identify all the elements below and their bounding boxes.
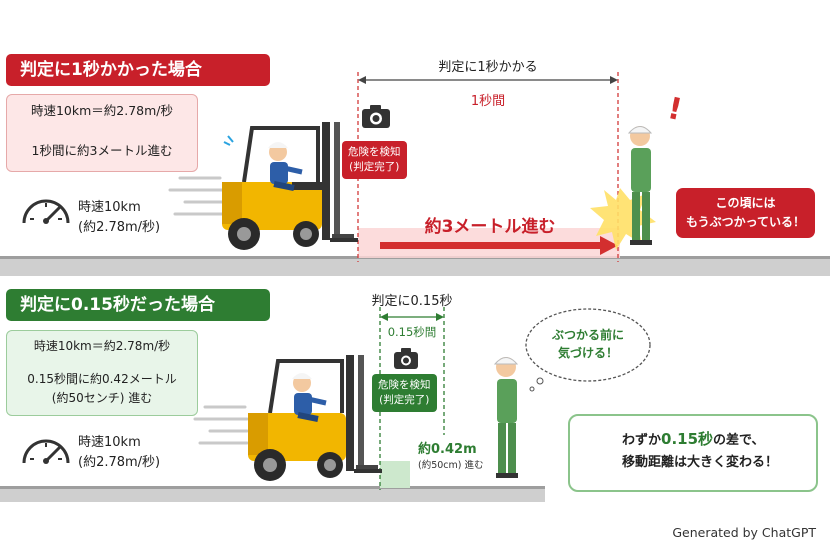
top-collision-line2: もうぶつかっている！ bbox=[686, 215, 806, 229]
bottom-calc-box: 時速10km＝約2.78m/秒 0.15秒間に約0.42メートル (約50センチ… bbox=[6, 330, 198, 416]
bottom-detection-tag: 危険を検知 (判定完了) bbox=[372, 374, 437, 412]
top-scene-graphics bbox=[0, 72, 830, 276]
top-detection-tag: 危険を検知 (判定完了) bbox=[342, 141, 407, 179]
bottom-tip-box bbox=[568, 414, 818, 492]
tip-part1: わずか bbox=[622, 433, 662, 448]
bottom-travel-zone bbox=[380, 461, 410, 488]
top-collision-callout: この頃には もうぶつかっている！ bbox=[676, 188, 816, 238]
bottom-distance-label: 約0.42m (約50cm) 進む bbox=[418, 438, 484, 471]
bottom-tip-line1: わずか0.15秒の差で、 bbox=[622, 428, 778, 452]
bottom-speed-line1: 時速10km bbox=[78, 435, 141, 450]
top-span-time: 1秒間 bbox=[470, 94, 506, 109]
top-span-label: 判定に1秒かかる bbox=[438, 60, 538, 75]
worker-icon bbox=[627, 126, 653, 245]
top-speed-line2: (約2.78m/秒) bbox=[78, 220, 161, 235]
tip-highlight: 0.15秒 bbox=[661, 430, 714, 448]
tip-part2: の差で、 bbox=[713, 433, 765, 448]
bottom-distance-main: 約0.42m bbox=[418, 442, 477, 457]
bottom-speed-line2: (約2.78m/秒) bbox=[78, 455, 161, 470]
top-calc-box: 時速10km＝約2.78m/秒 1秒間に約3メートル進む bbox=[6, 94, 198, 172]
camera-icon bbox=[362, 105, 390, 128]
bottom-bubble-line1: ぶつかる前に bbox=[551, 328, 624, 342]
bottom-ground bbox=[0, 488, 545, 502]
bottom-span-time: 0.15秒間 bbox=[387, 325, 437, 339]
top-calc-line1: 時速10km＝約2.78m/秒 bbox=[30, 103, 174, 118]
top-detection-line2: (判定完了) bbox=[349, 161, 400, 173]
top-speed-line1: 時速10km bbox=[78, 200, 141, 215]
top-distance-label: 約3メートル進む bbox=[424, 217, 556, 237]
speedometer-icon bbox=[22, 199, 70, 224]
forklift-icon bbox=[248, 355, 382, 481]
bottom-speed-label: 時速10km (約2.78m/秒) bbox=[78, 433, 160, 473]
bottom-calc-line1: 時速10km＝約2.78m/秒 bbox=[33, 339, 171, 353]
bottom-tip-line2: 移動距離は大きく変わる！ bbox=[622, 455, 779, 470]
bottom-calc-line2: 0.15秒間に約0.42メートル bbox=[27, 372, 177, 386]
bottom-calc-line3: (約50センチ) 進む bbox=[51, 391, 153, 405]
footer-credit: Generated by ChatGPT bbox=[672, 525, 816, 540]
bottom-section-header: 判定に0.15秒だった場合 bbox=[6, 289, 270, 321]
bottom-detection-line2: (判定完了) bbox=[379, 394, 430, 406]
top-speed-label: 時速10km (約2.78m/秒) bbox=[78, 198, 160, 238]
bottom-span-label: 判定に0.15秒 bbox=[371, 294, 453, 309]
camera-icon bbox=[394, 348, 418, 369]
forklift-icon bbox=[222, 122, 358, 250]
speech-bubble bbox=[525, 308, 651, 392]
worker-icon bbox=[493, 357, 519, 478]
bottom-tip-text: わずか0.15秒の差で、 移動距離は大きく変わる！ bbox=[622, 428, 778, 474]
bottom-bubble-text: ぶつかる前に 気づける！ bbox=[538, 326, 638, 362]
bottom-detection-line1: 危険を検知 bbox=[378, 379, 431, 391]
top-detection-line1: 危険を検知 bbox=[348, 146, 401, 158]
bottom-distance-sub: (約50cm) 進む bbox=[418, 460, 484, 471]
speedometer-icon bbox=[22, 439, 70, 464]
bottom-bubble-line2: 気づける！ bbox=[557, 346, 618, 360]
top-section-header: 判定に1秒かかった場合 bbox=[6, 54, 270, 86]
top-collision-line1: この頃には bbox=[715, 196, 776, 210]
top-ground bbox=[0, 258, 830, 276]
top-calc-line2: 1秒間に約3メートル進む bbox=[31, 143, 173, 158]
